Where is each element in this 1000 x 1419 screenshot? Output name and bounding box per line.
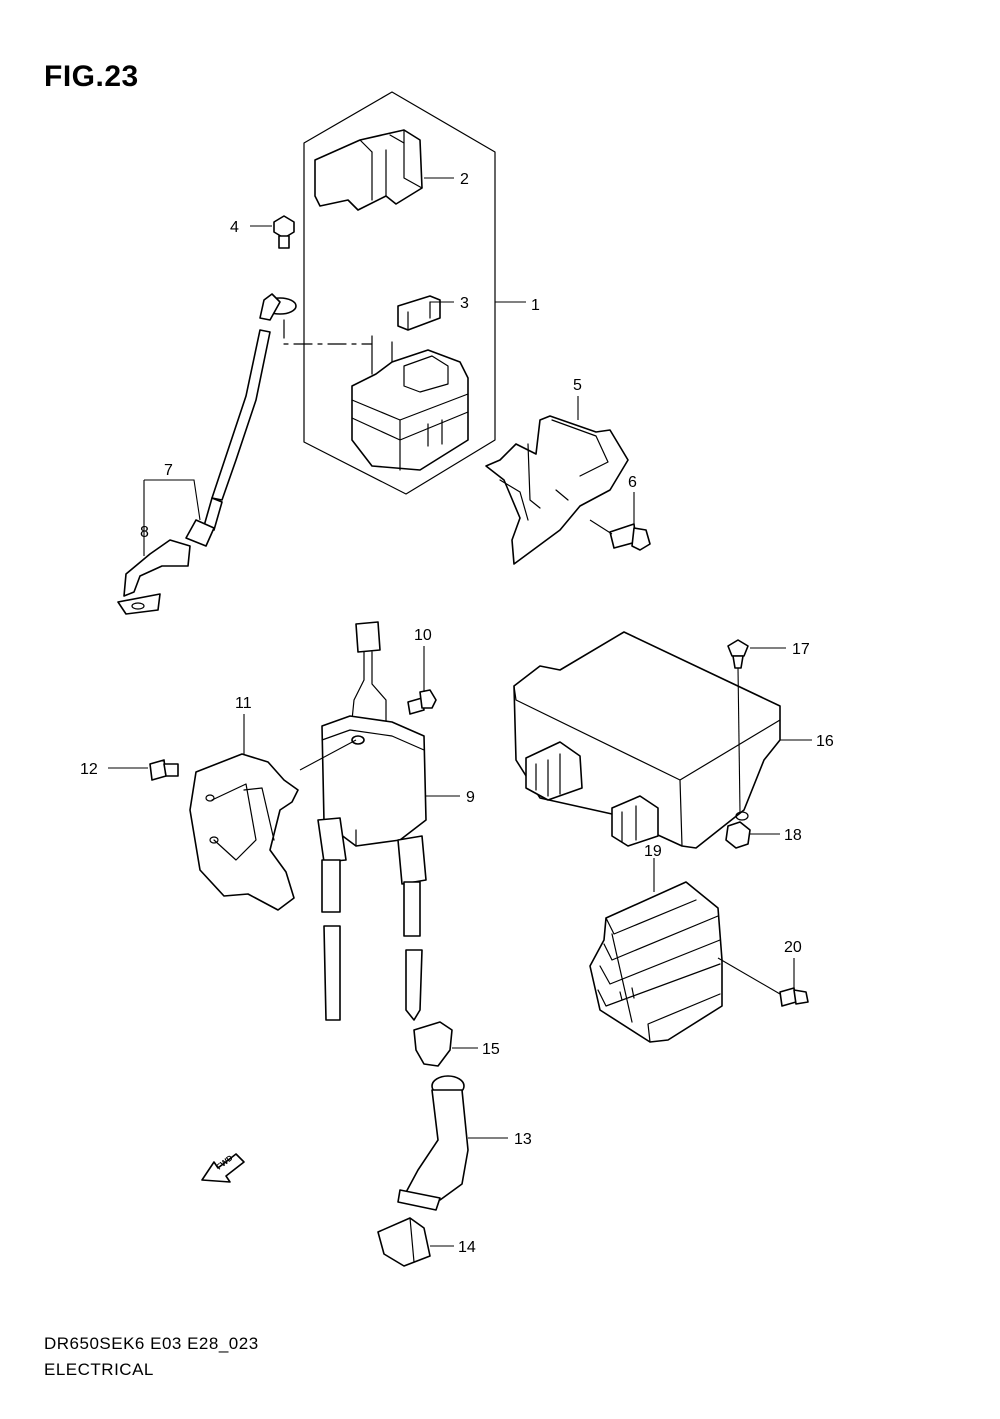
starter-cable-7[interactable] bbox=[185, 293, 297, 547]
terminal-cap-8[interactable] bbox=[117, 539, 191, 615]
diagram-code: DR650SEK6 E03 E28_023 bbox=[44, 1334, 259, 1353]
relay-bracket-5[interactable] bbox=[485, 415, 629, 565]
callout-9: 9 bbox=[466, 789, 475, 806]
section-title: ELECTRICAL bbox=[44, 1360, 154, 1379]
nut-18[interactable] bbox=[725, 821, 751, 849]
callout-11: 11 bbox=[235, 695, 252, 712]
regulator-rectifier-19[interactable] bbox=[589, 881, 723, 1043]
ignition-coil-9[interactable] bbox=[317, 621, 427, 1021]
callout-16: 16 bbox=[816, 733, 834, 750]
bolt-20[interactable] bbox=[779, 987, 809, 1007]
boot-14[interactable] bbox=[377, 1217, 431, 1267]
bolt-6[interactable] bbox=[609, 523, 651, 551]
callout-7: 7 bbox=[164, 462, 173, 479]
callout-8: 8 bbox=[140, 524, 149, 541]
callout-13: 13 bbox=[514, 1131, 532, 1148]
callout-3: 3 bbox=[460, 295, 469, 312]
callout-2: 2 bbox=[460, 171, 469, 188]
callout-1: 1 bbox=[531, 297, 540, 314]
callout-12: 12 bbox=[80, 761, 98, 778]
callout-20: 20 bbox=[784, 939, 802, 956]
callout-numbers: 2 3 1 4 5 6 7 8 9 10 11 12 13 14 15 16 1… bbox=[80, 171, 834, 1256]
callout-5: 5 bbox=[573, 377, 582, 394]
starter-relay-assembly[interactable] bbox=[303, 91, 496, 495]
callout-10: 10 bbox=[414, 627, 432, 644]
forward-arrow-icon: FWD bbox=[201, 1153, 245, 1183]
figure-title: FIG.23 bbox=[44, 60, 139, 93]
callout-6: 6 bbox=[628, 474, 637, 491]
cdi-unit-16[interactable] bbox=[513, 631, 781, 849]
grommet-15[interactable] bbox=[413, 1021, 453, 1067]
coil-bracket-11[interactable] bbox=[189, 753, 299, 911]
bolt-10[interactable] bbox=[407, 689, 437, 715]
screw-17[interactable] bbox=[727, 639, 749, 669]
bolt-12[interactable] bbox=[149, 759, 179, 781]
callout-18: 18 bbox=[784, 827, 802, 844]
callout-17: 17 bbox=[792, 641, 810, 658]
callout-19: 19 bbox=[644, 843, 662, 860]
callout-15: 15 bbox=[482, 1041, 500, 1058]
plug-cap-13[interactable] bbox=[397, 1075, 469, 1211]
callout-4: 4 bbox=[230, 219, 239, 236]
leader-lines bbox=[108, 177, 812, 1247]
bolt-4[interactable] bbox=[273, 215, 295, 249]
callout-14: 14 bbox=[458, 1239, 476, 1256]
